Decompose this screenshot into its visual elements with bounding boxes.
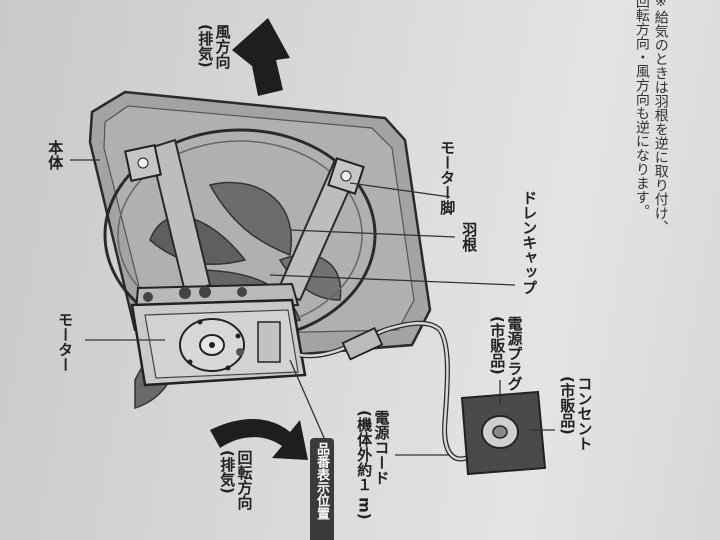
label-drain-cap: ドレンキャップ — [520, 190, 539, 295]
airflow-line1: 風方向 — [213, 24, 232, 69]
rotation-arrow — [210, 418, 308, 460]
motor-leg-text: モーター脚 — [438, 140, 457, 215]
label-airflow-direction: 風方向 (排気) — [196, 24, 231, 69]
installation-note: ※給気のときは羽根を逆に取り付け、 回転方向・風方向も逆になります。 — [632, 0, 670, 264]
label-rotation-direction: 回転方向 (排気) — [218, 450, 253, 510]
note-line2: 回転方向・風方向も逆になります。 — [633, 0, 650, 218]
power-cord — [299, 320, 482, 462]
label-motor-leg: モーター脚 — [438, 140, 457, 215]
label-body: 本体 — [46, 140, 65, 170]
note-line1: ※給気のときは羽根を逆に取り付け、 — [652, 0, 669, 234]
motor-text: モーター — [56, 312, 75, 372]
drain-cap-text: ドレンキャップ — [520, 190, 539, 295]
airflow-arrow — [232, 18, 290, 96]
leader-lines — [70, 159, 555, 456]
label-motor: モーター — [56, 312, 75, 372]
power-plug — [481, 415, 519, 449]
outlet-line2: (市販品) — [558, 376, 577, 435]
model-position-text: 品番表示位置 — [314, 442, 329, 520]
outlet-line1: コンセント — [575, 376, 594, 451]
label-outlet: コンセント (市販品) — [558, 376, 593, 451]
model-position-badge: 品番表示位置 — [310, 438, 334, 540]
rotation-line1: 回転方向 — [235, 450, 254, 510]
cord-line1: 電源コード — [372, 410, 391, 485]
plug-line2: (市販品) — [488, 316, 507, 375]
blade-text: 羽根 — [460, 222, 479, 252]
label-blade: 羽根 — [460, 222, 479, 252]
rotation-line2: (排気) — [218, 450, 237, 494]
plug-line1: 電源プラグ — [505, 316, 524, 391]
cord-line2: (機体外約１ m) — [355, 410, 374, 520]
label-power-plug: 電源プラグ (市販品) — [488, 316, 523, 391]
airflow-line2: (排気) — [196, 24, 215, 68]
body-text: 本体 — [46, 140, 65, 170]
label-power-cord: 電源コード (機体外約１ m) — [355, 410, 390, 520]
motor-box — [130, 298, 307, 387]
